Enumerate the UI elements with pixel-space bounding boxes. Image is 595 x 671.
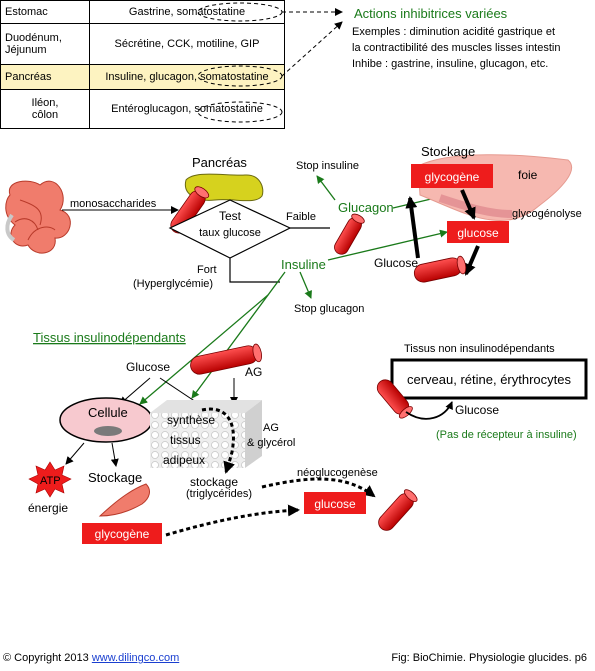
hyperglycemie-label: (Hyperglycémie): [133, 278, 213, 290]
ag-glycerol-label-2: & glycérol: [247, 437, 295, 449]
table-cell-hormones: Entéroglucagon, somatostatine: [89, 89, 285, 129]
tissus-insulinodependants-label: Tissus insulinodépendants: [33, 330, 186, 345]
table-cell-hormones: Sécrétine, CCK, motiline, GIP: [89, 23, 285, 65]
hormone-table: Estomac Gastrine, somatostatine Duodénum…: [0, 0, 285, 129]
atp-label: ATP: [40, 475, 61, 487]
stop-glucagon-arrow: [299, 271, 312, 299]
glycogenolyse-label: glycogénolyse: [512, 208, 582, 220]
adipeux-label: adipeux: [163, 453, 205, 467]
stockage-muscle-label: Stockage: [88, 470, 142, 485]
insuline-label: Insuline: [281, 257, 326, 272]
glucose-between-label: Glucose: [374, 256, 418, 270]
glycogene-muscle-label: glycogène: [95, 527, 150, 541]
glycogene-liver-box: [411, 164, 493, 188]
intestine-icon: [5, 180, 71, 254]
glycogene-liver-label: glycogène: [425, 170, 480, 184]
inhibition-title: Actions inhibitrices variées: [354, 6, 508, 21]
glucagon-label: Glucagon: [338, 200, 394, 215]
table-cell-organ: Iléon, côlon: [0, 89, 90, 129]
cerveau-label: cerveau, rétine, érythrocytes: [407, 372, 572, 387]
somatostatine-highlights: [197, 2, 343, 123]
fort-label: Fort: [197, 264, 217, 276]
table-row: Duodénum, Jéjunum Sécrétine, CCK, motili…: [0, 23, 285, 65]
test-sublabel: taux glucose: [199, 227, 261, 239]
stockage-tg-label: stockage: [190, 475, 238, 489]
stop-glucagon-label: Stop glucagon: [294, 303, 364, 315]
muscle-icon: [98, 483, 150, 517]
inhibition-line: Exemples : diminution acidité gastrique …: [352, 26, 555, 38]
test-label: Test: [219, 209, 242, 223]
insuline-to-liver-arrow: [327, 229, 448, 261]
table-cell-hormones: Gastrine, somatostatine: [89, 0, 285, 24]
copyright-footer: © Copyright 2013 www.dilingco.com: [3, 652, 179, 664]
stop-insuline-label: Stop insuline: [296, 160, 359, 172]
faible-label: Faible: [286, 211, 316, 223]
stop-insuline-arrow: [316, 175, 336, 201]
glucose-brain-label: Glucose: [455, 403, 499, 417]
fort-branch: [229, 258, 280, 283]
muscle-to-glucose-dashed-arrow: [165, 504, 300, 537]
monosaccharides-label: monosaccharides: [70, 198, 157, 210]
brain-tissue-box: [390, 358, 588, 400]
glucose-neo-box: [304, 492, 366, 514]
glucose-liver-label: glucose: [457, 226, 499, 240]
table-row: Estomac Gastrine, somatostatine: [0, 0, 285, 24]
ag-glycerol-label-1: AG: [263, 422, 279, 434]
neoglucogenese-label: néoglucogenèse: [297, 467, 378, 479]
tissus-non-insulinodependants-label: Tissus non insulinodépendants: [404, 343, 555, 355]
cellule-label: Cellule: [88, 405, 128, 420]
blood-vessel-icon: [413, 255, 467, 283]
cell-nucleus: [94, 426, 122, 436]
glycogenolyse-arrow: [460, 189, 476, 220]
inhibition-line: Inhibe : gastrine, insuline, glucagon, e…: [352, 58, 548, 70]
table-row: Iléon, côlon Entéroglucagon, somatostati…: [0, 89, 285, 129]
cell-to-atp-arrow: [65, 442, 85, 465]
tissus-label: tissus: [170, 433, 201, 447]
liver-release-arrow: [464, 245, 480, 276]
glucose-liver-box: [447, 221, 509, 243]
neoglucogenese-dashed-arrow: [261, 477, 376, 498]
pancreas-label: Pancréas: [192, 155, 247, 170]
ag-label: AG: [245, 365, 262, 379]
lipolysis-dashed-arrow: [201, 407, 235, 474]
synthese-label: synthèse: [167, 413, 215, 427]
table-cell-organ: Pancréas: [0, 64, 90, 90]
website-link[interactable]: www.dilingco.com: [91, 652, 180, 664]
pas-recepteur-label: (Pas de récepteur à insuline): [436, 429, 577, 441]
triglycerides-label: (triglycérides): [186, 488, 252, 500]
table-cell-organ: Estomac: [0, 0, 90, 24]
table-cell-hormones: Insuline, glucagon, somatostatine: [89, 64, 285, 90]
glycogene-muscle-box: [82, 523, 162, 544]
figure-caption: Fig: BioChimie. Physiologie glucides. p6: [391, 652, 587, 664]
blood-vessel-icon: [334, 213, 365, 255]
blood-vessel-icon: [378, 489, 418, 531]
glucose-tissus-label: Glucose: [126, 360, 170, 374]
stockage-liver-label: Stockage: [421, 144, 475, 159]
foie-label: foie: [518, 168, 538, 182]
insuline-to-cell-arrow-2: [139, 294, 269, 405]
copyright-text: © Copyright 2013: [3, 652, 89, 664]
insuline-to-cell-arrow: [191, 271, 286, 399]
liver-storage-arrow: [405, 196, 420, 259]
cell-to-storage-arrow: [110, 442, 119, 467]
glucose-neo-label: glucose: [314, 497, 356, 511]
inhibition-line: la contractibilité des muscles lisses in…: [352, 42, 560, 54]
energie-label: énergie: [28, 501, 68, 515]
blood-vessel-icon: [190, 343, 262, 375]
atp-star-icon: [28, 461, 72, 498]
glucose-to-brain-arrow: [405, 401, 453, 420]
table-row-highlight: Pancréas Insuline, glucagon, somatostati…: [0, 64, 285, 90]
